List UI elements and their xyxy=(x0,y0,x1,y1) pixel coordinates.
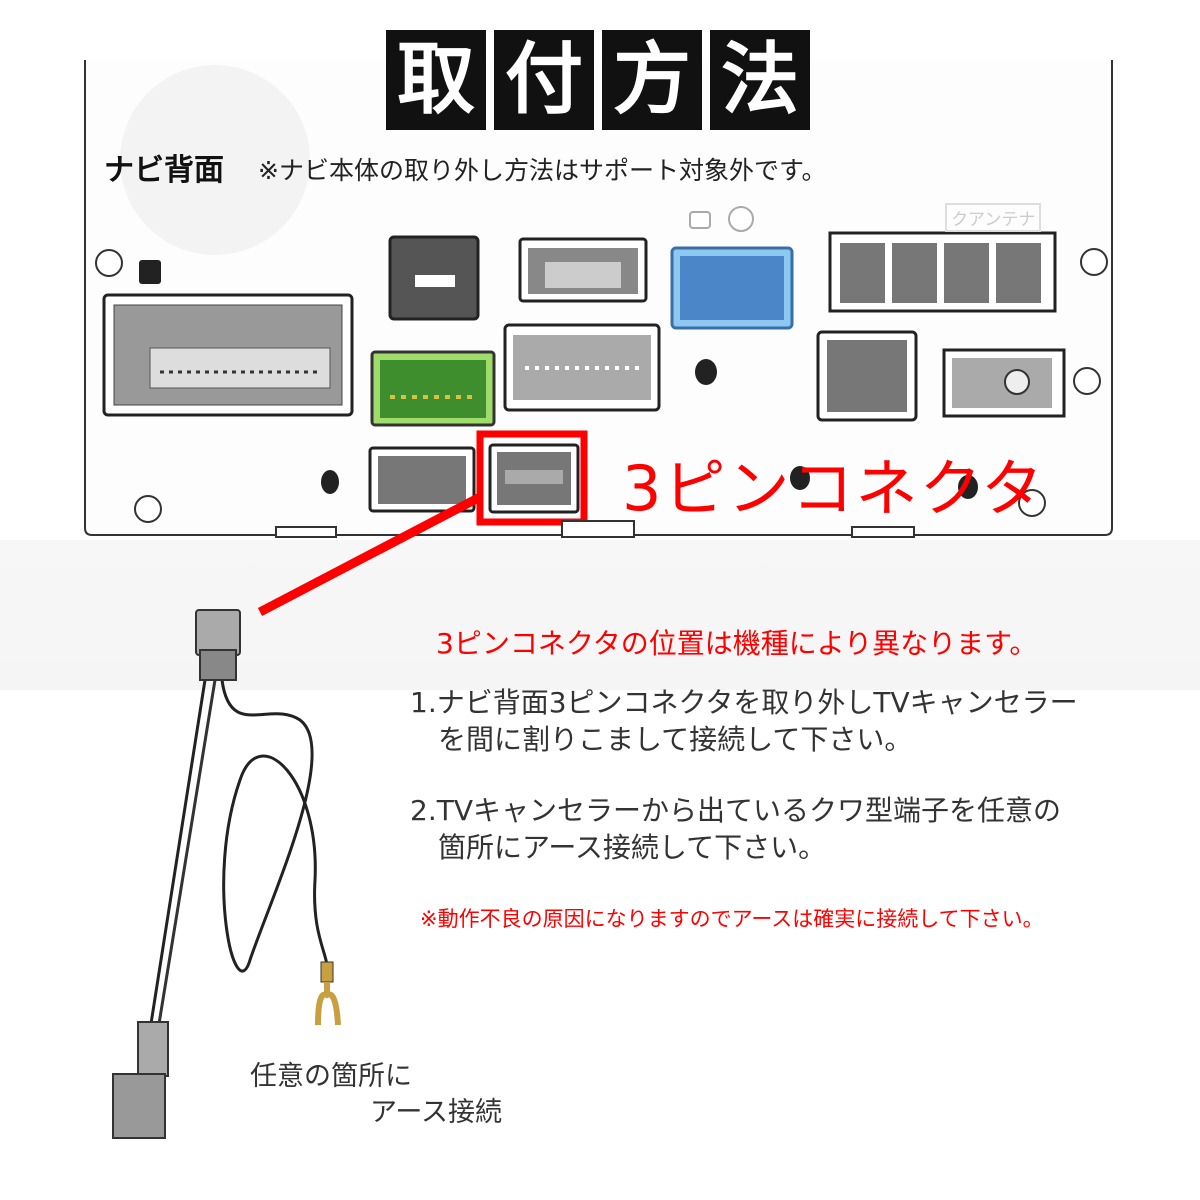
caption-line1: 任意の箇所に xyxy=(250,1061,412,1092)
page-title: 取 付 方 法 xyxy=(386,30,810,130)
hole xyxy=(321,470,339,494)
connector-bottom-left xyxy=(368,446,476,513)
step-2-line2: 箇所にアース接続して下さい。 xyxy=(438,831,827,864)
step-1-line1: 1.ナビ背面3ピンコネクタを取り外しTVキャンセラー xyxy=(410,686,1078,719)
step-2-line1: 2.TVキャンセラーから出ているクワ型端子を任意の xyxy=(410,794,1061,827)
connector-green xyxy=(370,350,496,427)
connector-main xyxy=(102,293,354,417)
title-char: 方 xyxy=(602,30,702,130)
panel-tab xyxy=(851,526,915,538)
pointer-line xyxy=(257,493,483,616)
step-1-line2: を間に割りこまして接続して下さい。 xyxy=(438,723,913,756)
hole xyxy=(958,475,978,499)
hole xyxy=(139,260,161,284)
screw-icon xyxy=(1018,489,1046,517)
position-note: 3ピンコネクタの位置は機種により異なります。 xyxy=(436,627,1038,660)
highlight-box xyxy=(476,430,588,526)
camera-port-icon xyxy=(689,211,711,229)
connector-blue xyxy=(670,246,794,330)
hole xyxy=(790,466,810,490)
step-2: 2.TVキャンセラーから出ているクワ型端子を任意の 箇所にアース接続して下さい。 xyxy=(410,792,1061,866)
screw-icon xyxy=(728,206,754,232)
hole xyxy=(695,359,717,385)
subtitle: ナビ背面 xyxy=(104,153,224,188)
screw-icon xyxy=(1073,367,1101,395)
title-char: 法 xyxy=(710,30,810,130)
connector-dark xyxy=(388,235,480,321)
connector-gray-square xyxy=(816,330,918,422)
antenna-label: クアンテナ xyxy=(945,203,1042,232)
pin-connector-label: 3ピンコネクタ xyxy=(622,452,1045,525)
title-char: 付 xyxy=(494,30,594,130)
fork-terminal-icon xyxy=(315,982,341,1026)
panel-tab xyxy=(275,526,337,538)
connector-white-20pin xyxy=(503,323,661,412)
panel-tab xyxy=(561,520,635,538)
warning-note: ※動作不良の原因になりますのでアースは確実に接続して下さい。 xyxy=(420,907,1044,931)
caption-line2: アース接続 xyxy=(370,1097,503,1128)
screw-icon xyxy=(134,495,162,523)
connector-four-port xyxy=(828,231,1057,313)
connector-gray-top xyxy=(518,237,648,303)
fan-graphic xyxy=(120,65,310,255)
screw-icon xyxy=(1080,248,1108,276)
plug-bottom xyxy=(137,1021,169,1077)
title-char: 取 xyxy=(386,30,486,130)
connector-3pin xyxy=(488,443,580,514)
plug-top xyxy=(195,609,241,656)
connector-antenna xyxy=(942,348,1066,418)
step-1: 1.ナビ背面3ピンコネクタを取り外しTVキャンセラー を間に割りこまして接続して… xyxy=(410,684,1078,758)
screw-icon xyxy=(95,249,123,277)
subnote: ※ナビ本体の取り外し方法はサポート対象外です。 xyxy=(258,156,827,185)
tv-canceller xyxy=(112,609,341,1139)
